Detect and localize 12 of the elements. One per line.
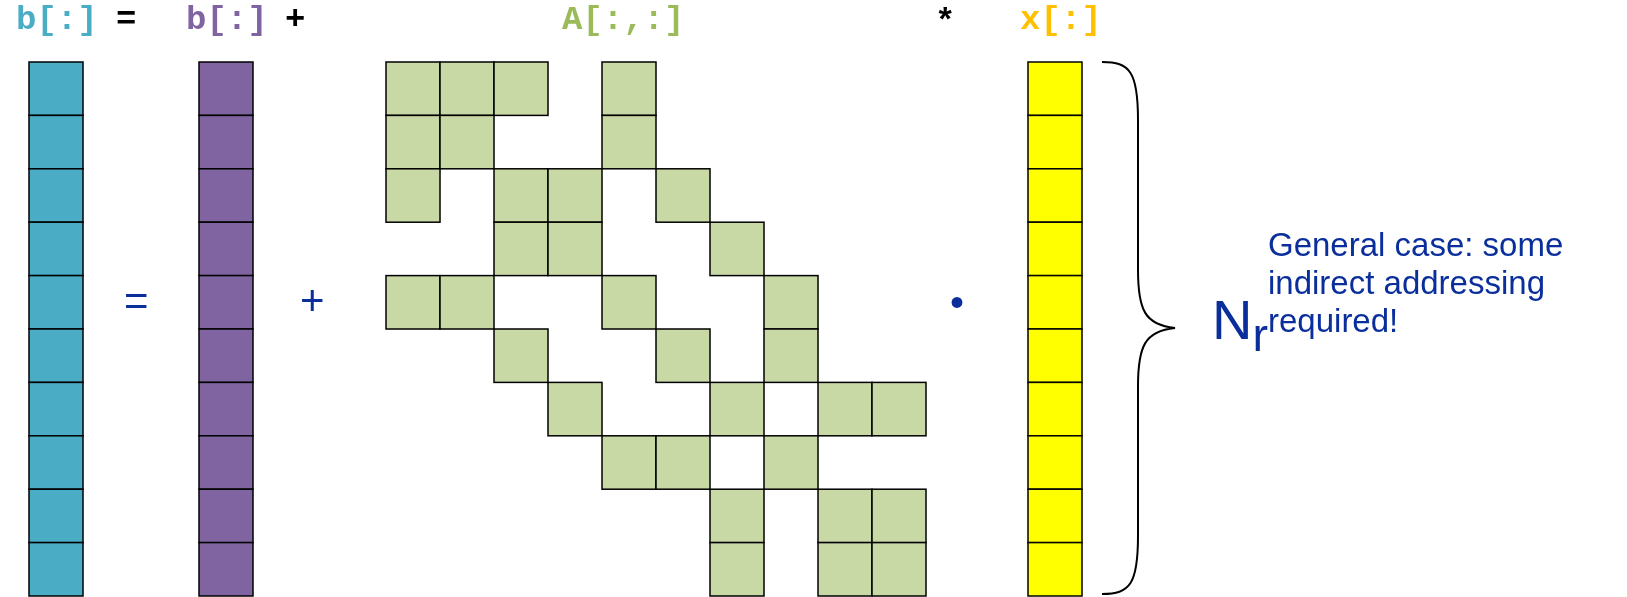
math-symbol: + xyxy=(300,280,325,322)
math-symbol: N$_{r}$ xyxy=(1212,292,1268,359)
code-label: b[:] xyxy=(16,0,98,40)
code-label: A[:,:] xyxy=(562,0,685,40)
code-label: b[:] xyxy=(186,0,268,40)
code-label: * xyxy=(935,2,956,42)
code-label: = xyxy=(116,0,137,40)
code-label: x[:] xyxy=(1020,0,1102,40)
math-symbol: = xyxy=(124,280,149,322)
note-text: General case: some indirect addressing required! xyxy=(1268,226,1565,339)
code-label: + xyxy=(285,0,306,40)
math-symbol: • xyxy=(950,282,964,322)
